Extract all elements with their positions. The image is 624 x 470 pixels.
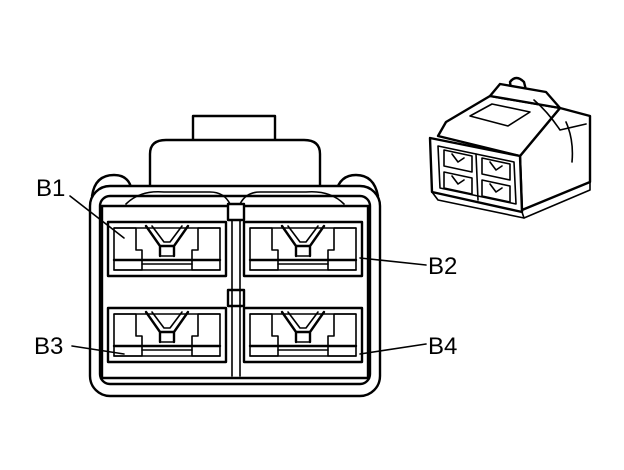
label-b2: B2	[428, 253, 457, 280]
connector-face-view	[88, 114, 382, 398]
upper-shroud	[148, 138, 322, 194]
housing-inner-frame	[98, 194, 372, 386]
label-b4: B4	[428, 333, 457, 360]
terminal-cavity-b3	[106, 306, 228, 364]
leader-line-b2	[359, 257, 427, 266]
leader-line-b3	[71, 345, 125, 355]
connector-isometric-view	[428, 76, 592, 219]
key-rib-top	[226, 202, 246, 222]
terminal-cavity-b2	[242, 220, 364, 278]
iso-cavity-grid	[443, 149, 511, 203]
label-b1: B1	[36, 175, 65, 202]
leader-line-b1	[69, 195, 125, 239]
key-rib-middle	[226, 288, 246, 308]
callout-lines	[69, 195, 427, 355]
leader-line-b4	[359, 343, 427, 355]
label-b3: B3	[34, 333, 63, 360]
terminal-cavity-b4	[242, 306, 364, 364]
terminal-cavity-b1	[106, 220, 228, 278]
